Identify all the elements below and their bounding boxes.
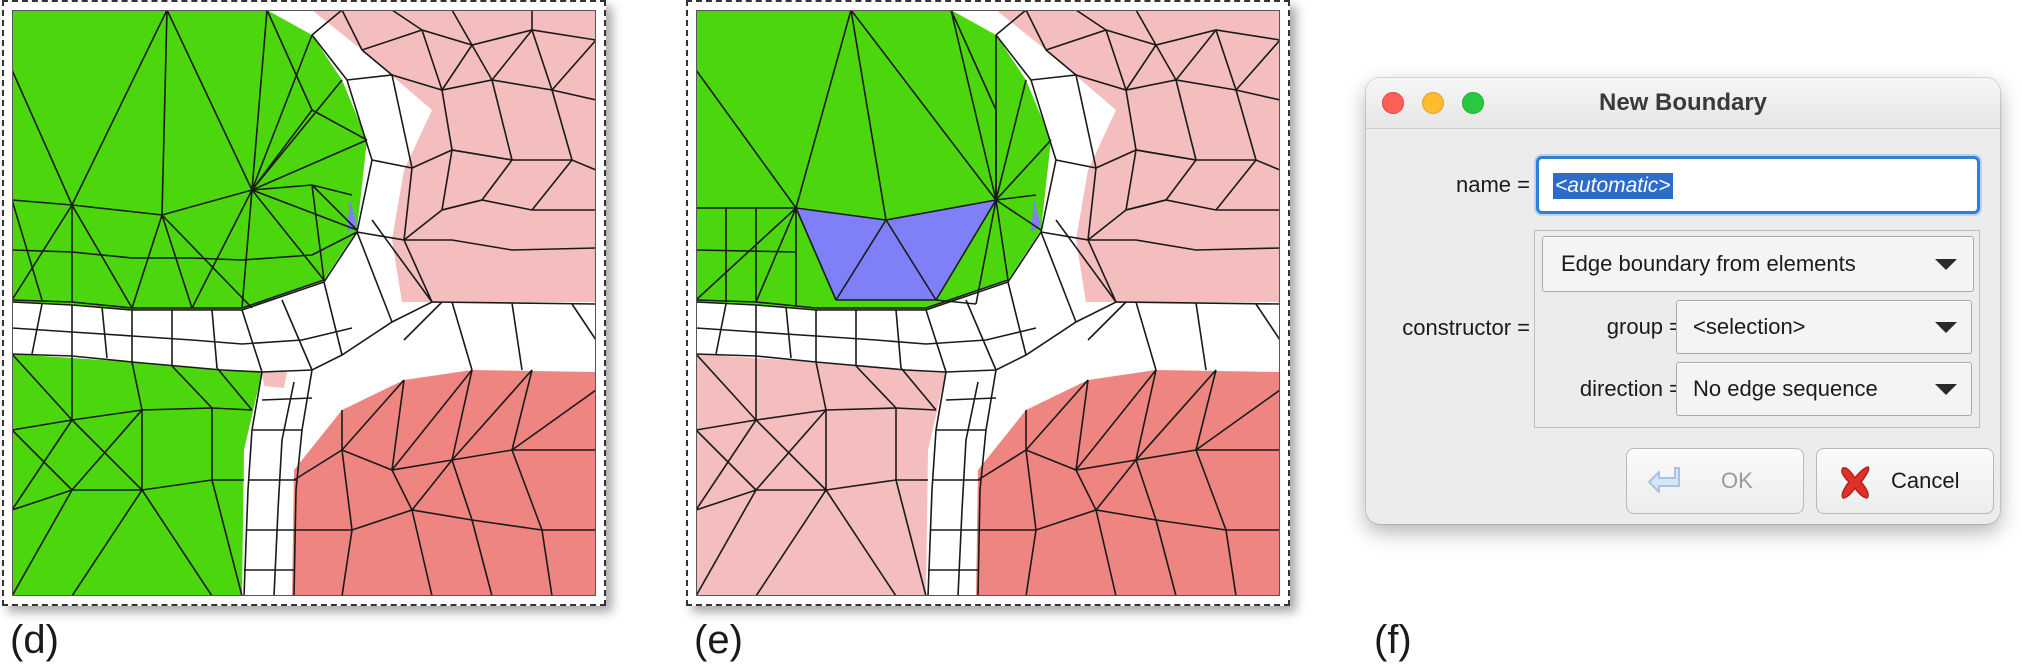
mesh-view-d — [2, 0, 606, 606]
constructor-label: constructor = — [1402, 315, 1530, 340]
new-boundary-dialog: New Boundary name = <automatic> construc… — [1366, 78, 2000, 524]
constructor-select-value: Edge boundary from elements — [1561, 251, 1856, 276]
mesh-canvas-e — [696, 10, 1280, 596]
dark-red-region — [292, 370, 596, 596]
direction-select[interactable]: No edge sequence — [1676, 362, 1972, 416]
selected-blue-elements — [796, 200, 996, 300]
direction-label: direction = — [1579, 376, 1682, 401]
ok-button-label: OK — [1721, 468, 1753, 493]
group-label: group = — [1606, 314, 1682, 339]
dialog-title: New Boundary — [1598, 89, 1768, 116]
name-input-value: <automatic> — [1553, 173, 1673, 199]
mesh-view-e — [686, 0, 1290, 606]
maximize-window-icon[interactable] — [1462, 92, 1484, 114]
light-red-region — [996, 10, 1280, 302]
green-region-bottom — [12, 354, 262, 596]
light-red-region — [312, 10, 596, 302]
mesh-edges — [12, 10, 596, 596]
enter-arrow-icon — [1648, 467, 1680, 493]
cancel-button[interactable]: Cancel — [1816, 448, 1994, 514]
ok-button[interactable]: OK — [1626, 448, 1804, 514]
selected-blue-sliver — [347, 200, 357, 232]
mesh-edges — [696, 10, 1280, 596]
light-red-region-bottom — [696, 354, 946, 596]
chevron-down-icon — [1935, 322, 1957, 333]
minimize-window-icon[interactable] — [1422, 92, 1444, 114]
green-region-top — [12, 10, 367, 310]
chevron-down-icon — [1935, 384, 1957, 395]
dark-red-region — [976, 370, 1280, 596]
caption-e: (e) — [694, 618, 743, 662]
group-select[interactable]: <selection> — [1676, 300, 1972, 354]
direction-select-value: No edge sequence — [1693, 376, 1878, 401]
title-bar[interactable]: New Boundary — [1366, 78, 2000, 129]
name-input[interactable]: <automatic> — [1536, 156, 1980, 214]
group-select-value: <selection> — [1693, 314, 1806, 339]
red-x-icon — [1841, 466, 1870, 499]
constructor-select[interactable]: Edge boundary from elements — [1542, 236, 1974, 292]
cancel-button-label: Cancel — [1891, 468, 1960, 493]
chevron-down-icon — [1935, 259, 1957, 270]
close-window-icon[interactable] — [1382, 92, 1404, 114]
caption-d: (d) — [10, 618, 59, 662]
caption-f: (f) — [1374, 618, 1412, 662]
name-label: name = — [1456, 172, 1530, 197]
mesh-canvas-d — [12, 10, 596, 596]
